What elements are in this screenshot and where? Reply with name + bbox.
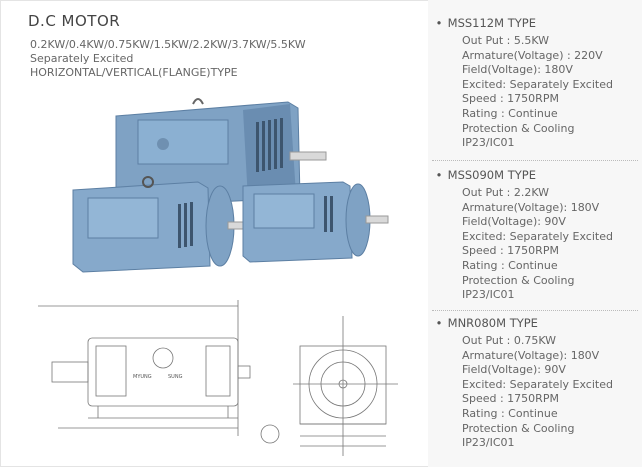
page-title: D.C MOTOR [28,12,121,30]
divider [432,160,638,161]
nameplate-left: MYUNG [133,374,152,380]
spec-type-title: • MSS090M TYPE [435,168,536,182]
excitation-type: Separately Excited [30,52,134,65]
spec-panel [428,0,642,467]
divider [432,310,638,311]
motor-photo [72,98,389,273]
shaft-end-view [260,424,280,444]
large-motor [115,98,327,207]
medium-motor [72,176,251,273]
power-ratings: 0.2KW/0.4KW/0.75KW/1.5KW/2.2KW/3.7KW/5.5… [30,38,306,51]
dimension-drawing: MYUNG SUNG [38,300,398,456]
small-motor [242,181,389,263]
front-view [293,316,398,456]
mounting-type: HORIZONTAL/VERTICAL(FLANGE)TYPE [30,66,238,79]
spec-type-title: • MNR080M TYPE [435,316,538,330]
side-view [38,300,251,436]
nameplate-right: SUNG [168,374,183,380]
spec-type-title: • MSS112M TYPE [435,16,536,30]
